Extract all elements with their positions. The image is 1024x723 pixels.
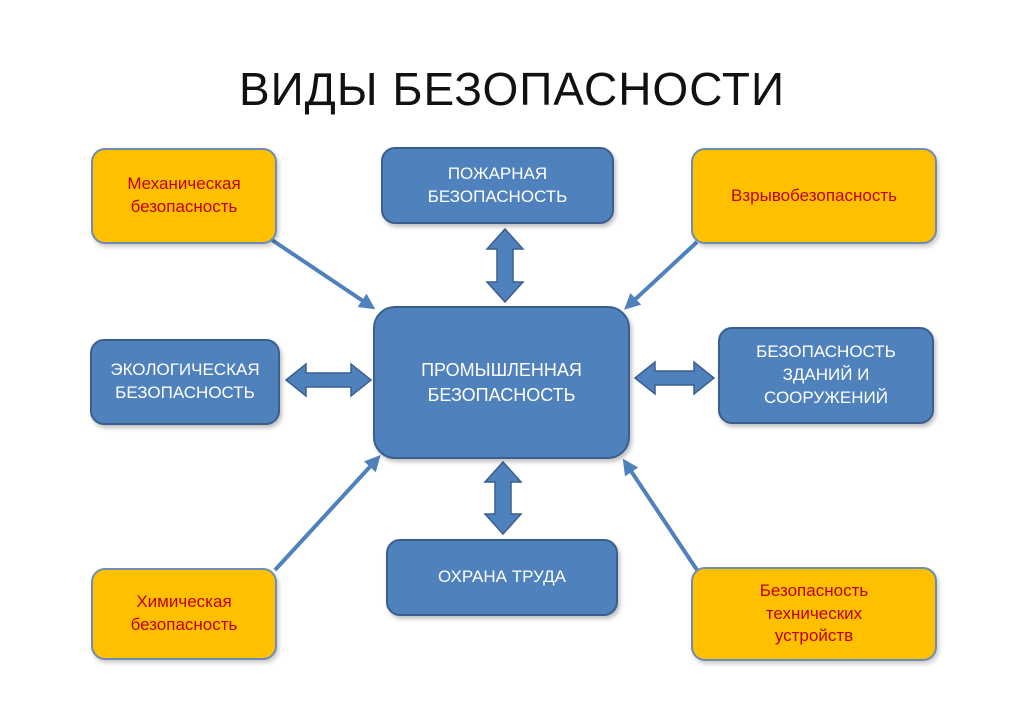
arrow-technical-to-center xyxy=(622,458,699,572)
arrow-double-labor xyxy=(483,460,523,536)
node-fire-safety: ПОЖАРНАЯ БЕЗОПАСНОСТЬ xyxy=(381,147,614,224)
arrow-double-buildings xyxy=(633,360,716,396)
node-industrial-safety: ПРОМЫШЛЕННАЯ БЕЗОПАСНОСТЬ xyxy=(373,306,630,459)
node-technical-devices-safety: Безопасность технических устройств xyxy=(691,567,937,661)
arrow-chemical-to-center xyxy=(273,455,381,572)
node-mechanical-safety: Механическая безопасность xyxy=(91,148,277,244)
node-labor-protection: ОХРАНА ТРУДА xyxy=(386,539,618,616)
arrow-double-fire xyxy=(485,227,525,304)
arrow-explosion-to-center xyxy=(624,240,699,310)
node-buildings-safety: БЕЗОПАСНОСТЬ ЗДАНИЙ И СООРУЖЕНИЙ xyxy=(718,327,934,424)
node-explosion-safety: Взрывобезопасность xyxy=(691,148,937,244)
arrow-double-ecological xyxy=(284,362,373,398)
node-ecological-safety: ЭКОЛОГИЧЕСКАЯ БЕЗОПАСНОСТЬ xyxy=(90,339,280,425)
arrow-mechanical-to-center xyxy=(270,238,376,310)
diagram-title: ВИДЫ БЕЗОПАСНОСТИ xyxy=(238,63,786,115)
node-chemical-safety: Химическая безопасность xyxy=(91,568,277,660)
